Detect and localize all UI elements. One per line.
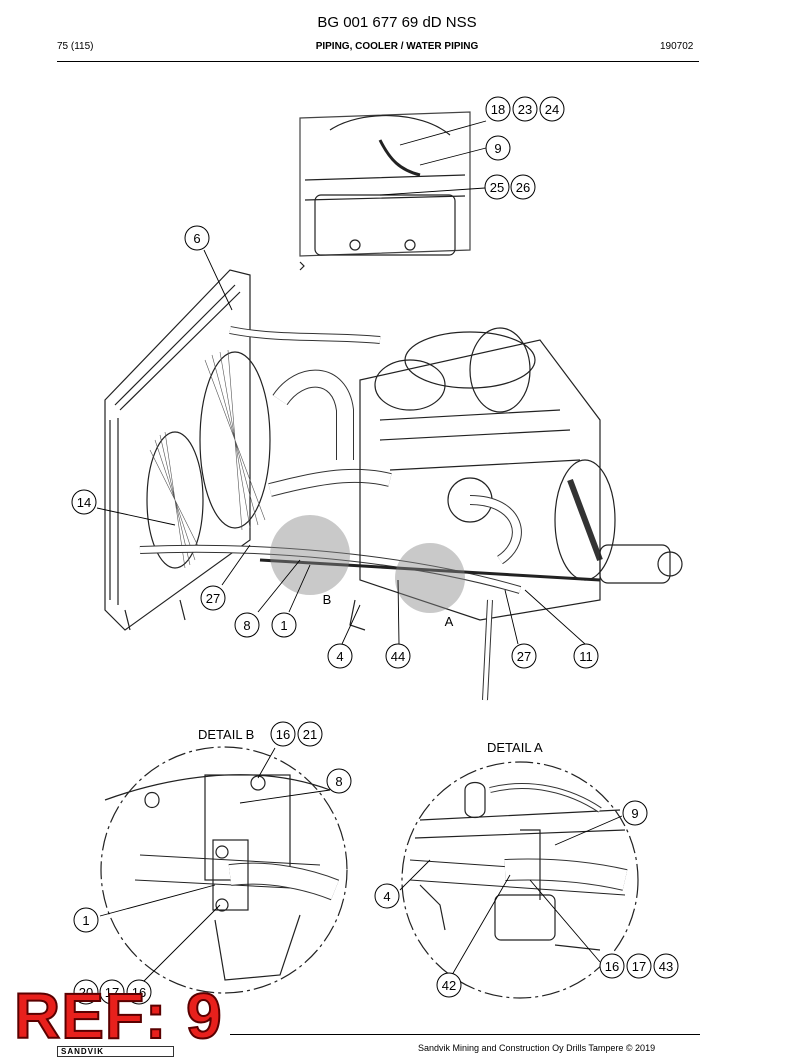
callout-a-17	[626, 953, 652, 979]
callout-b-20	[73, 979, 99, 1005]
zone-label-a: A	[445, 614, 454, 629]
callout-27b	[511, 643, 537, 669]
callout-text-44: 44	[391, 649, 405, 664]
callout-text-27a: 27	[206, 591, 220, 606]
section-title: PIPING, COOLER / WATER PIPING	[315, 41, 479, 52]
document-date: 190702	[660, 41, 694, 52]
callout-text-b-17: 17	[105, 985, 119, 1000]
detail-b-marker	[270, 515, 350, 595]
callout-26	[510, 174, 536, 200]
callout-b-1	[73, 907, 99, 933]
callout-18	[485, 96, 511, 122]
footer-divider	[230, 1034, 700, 1035]
callout-14	[71, 489, 97, 515]
callout-text-9: 9	[494, 141, 501, 156]
callout-a-9	[622, 800, 648, 826]
callout-11	[573, 643, 599, 669]
callout-text-11: 11	[579, 649, 593, 664]
callout-text-23: 23	[518, 102, 532, 117]
document-title: BG 001 677 69 dD NSS	[317, 14, 477, 31]
callout-text-b-1: 1	[82, 913, 89, 928]
callout-text-b-21: 21	[303, 727, 317, 742]
callout-b-16b	[126, 979, 152, 1005]
callout-text-25: 25	[490, 180, 504, 195]
callout-text-24: 24	[545, 102, 559, 117]
page-number: 75 (115)	[57, 41, 94, 52]
callout-27a	[200, 585, 226, 611]
main-assembly-drawing	[104, 269, 683, 701]
callout-a-43	[653, 953, 679, 979]
callout-text-27b: 27	[517, 649, 531, 664]
header-divider	[57, 61, 699, 62]
footer-copyright: Sandvik Mining and Construction Oy Drill…	[418, 1043, 656, 1053]
detail-b-drawing	[100, 746, 348, 994]
callout-1	[271, 612, 297, 638]
callout-44	[385, 643, 411, 669]
callout-24	[539, 96, 565, 122]
zone-label-b: B	[323, 592, 332, 607]
callout-text-b-16b: 16	[132, 985, 146, 1000]
callout-text-a-16: 16	[605, 959, 619, 974]
callout-text-8: 8	[243, 618, 250, 633]
callout-text-a-4: 4	[383, 889, 390, 904]
callout-b-17	[99, 979, 125, 1005]
callout-a-42	[436, 972, 462, 998]
callout-text-b-20: 20	[79, 985, 93, 1000]
callout-text-14: 14	[77, 495, 91, 510]
callout-b-8	[326, 768, 352, 794]
callout-text-b-16: 16	[276, 727, 290, 742]
callout-25	[484, 174, 510, 200]
callout-4	[327, 643, 353, 669]
callout-a-16	[599, 953, 625, 979]
callout-8	[234, 612, 260, 638]
callout-b-21	[297, 721, 323, 747]
callout-text-a-17: 17	[632, 959, 646, 974]
top-inset-drawing	[299, 111, 471, 271]
callout-text-26: 26	[516, 180, 530, 195]
callout-text-4: 4	[336, 649, 343, 664]
callout-text-a-43: 43	[659, 959, 673, 974]
callout-text-a-42: 42	[442, 978, 456, 993]
callout-text-6: 6	[193, 231, 200, 246]
callout-text-a-9: 9	[631, 806, 638, 821]
callout-b-16	[270, 721, 296, 747]
callout-23	[512, 96, 538, 122]
detail-a-title: DETAIL A	[487, 740, 543, 755]
callout-9	[485, 135, 511, 161]
detail-a-marker	[395, 543, 465, 613]
callout-text-b-8: 8	[335, 774, 342, 789]
ref-overlay-label: REF: 9	[13, 980, 223, 1052]
callout-6	[184, 225, 210, 251]
callout-a-4	[374, 883, 400, 909]
detail-a-drawing	[401, 761, 639, 999]
callout-text-18: 18	[491, 102, 505, 117]
callout-text-1: 1	[280, 618, 287, 633]
detail-b-title: DETAIL B	[198, 727, 254, 742]
